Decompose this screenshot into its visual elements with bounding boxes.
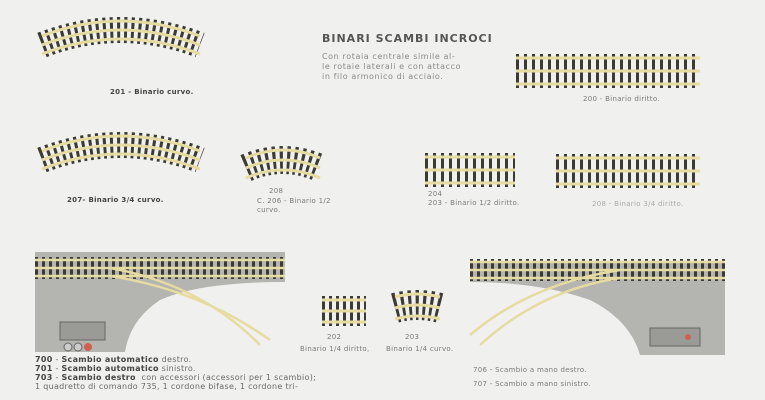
switch-number: 700 xyxy=(35,355,53,364)
label-206-number: 208 xyxy=(269,187,284,195)
switch-detail: sinistro. xyxy=(161,364,196,373)
label-202-number: 202 xyxy=(327,333,342,341)
switch-703: 703 - Scambio destro con accessori (acce… xyxy=(35,373,317,382)
button-icon xyxy=(73,342,83,352)
description-line: Con rotaia centrale simile al- xyxy=(322,52,456,61)
button-icon xyxy=(63,342,73,352)
track-203-curved xyxy=(391,290,444,323)
switch-703-accessories: 1 quadretto di comando 735, 1 cordone bi… xyxy=(35,382,299,391)
switch-detail: con accessori (accessori per 1 scambio); xyxy=(141,373,317,382)
label-206-line2: curvo. xyxy=(257,206,281,214)
label-206: C. 206 - Binario 1/2 xyxy=(257,197,331,205)
switch-706: 706 - Scambio a mano destro. xyxy=(473,366,587,374)
switch-number: 703 xyxy=(35,373,53,382)
switch-name: Scambio automatico xyxy=(61,364,159,373)
track-204-straight xyxy=(425,153,515,187)
label-204-number: 204 xyxy=(428,190,443,198)
button-icon xyxy=(84,343,92,351)
page-title: BINARI SCAMBI INCROCI xyxy=(322,32,493,45)
label-202: Binario 1/4 diritto, xyxy=(300,345,370,353)
switch-right-illustration xyxy=(469,259,725,355)
switch-707: 707 - Scambio a mano sinistro. xyxy=(473,380,591,388)
description-line: in filo armonico di acciaio. xyxy=(322,72,444,81)
track-206-curved xyxy=(240,146,326,182)
switch-detail: destro. xyxy=(161,355,192,364)
control-box xyxy=(59,321,106,341)
lever-icon xyxy=(685,334,691,340)
switch-left-illustration xyxy=(35,252,285,352)
track-207-curved xyxy=(37,132,205,173)
label-203-number: 203 xyxy=(405,333,420,341)
switch-701: 701 - Scambio automatico sinistro. xyxy=(35,364,196,373)
switch-name: Scambio destro xyxy=(61,373,136,382)
switch-number: 701 xyxy=(35,364,53,373)
label-207: 207- Binario 3/4 curvo. xyxy=(67,196,164,204)
switch-700: 700 - Scambio automatico destro. xyxy=(35,355,192,364)
switch-name: Scambio automatico xyxy=(61,355,159,364)
label-200: 200 - Binario diritto. xyxy=(583,95,660,103)
track-200-straight xyxy=(516,54,700,88)
label-208: 208 - Binario 3/4 diritto. xyxy=(592,200,684,208)
label-204: 203 - Binario 1/2 diritto. xyxy=(428,199,520,207)
control-box xyxy=(649,327,701,347)
label-203: Binario 1/4 curvo. xyxy=(386,345,454,353)
track-201-curved xyxy=(37,17,205,58)
track-202-straight xyxy=(322,296,366,326)
track-208-straight xyxy=(556,154,700,188)
label-201: 201 - Binario curvo. xyxy=(110,88,194,96)
description-line: le rotaie laterali e con attacco xyxy=(322,62,462,71)
